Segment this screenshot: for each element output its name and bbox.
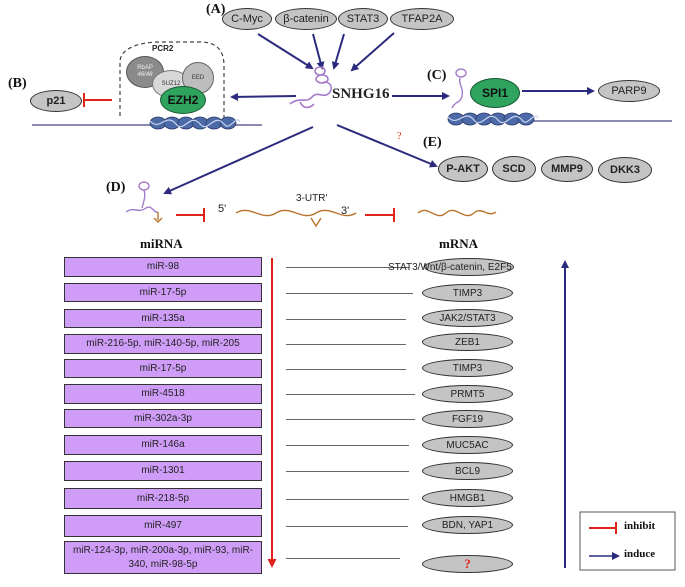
p21-inhibit-arrow: [83, 93, 112, 107]
connector-line: [286, 318, 406, 320]
mirna-header: miRNA: [140, 236, 183, 251]
mirna-box: miR-4518: [64, 384, 262, 404]
regulator-tfap2a: TFAP2A: [390, 8, 454, 30]
mrna-target: BCL9: [422, 462, 513, 480]
target-scd: SCD: [492, 156, 536, 182]
mrna-target: BDN, YAP1: [422, 516, 513, 534]
pcr2-outline: [119, 41, 225, 118]
connector-line: [286, 557, 400, 559]
connector-line: [286, 418, 415, 420]
mirna-box: miR-17-5p: [64, 359, 262, 378]
e-question-mark: ?: [397, 131, 402, 142]
three-prime-label: 3': [341, 205, 350, 217]
mrna-target: TIMP3: [422, 284, 513, 302]
rbap-label-bottom: 46/48: [137, 72, 153, 78]
mrna-header: mRNA: [439, 236, 478, 251]
d-inhibit-arrows: [176, 208, 395, 222]
panel-a-label: (A): [206, 2, 226, 17]
mrna-wave: [417, 209, 497, 217]
utr-label: 3-UTR': [296, 193, 328, 204]
mrna-target: HMGB1: [422, 489, 513, 507]
panel-b-label: (B): [8, 76, 27, 91]
five-prime-label: 5': [218, 203, 227, 215]
mirna-box: miR-218-5p: [64, 488, 262, 509]
mirna-box: miR-216-5p, miR-140-5p, miR-205: [64, 334, 262, 354]
panel-d-label: (D): [106, 180, 126, 195]
legend-inhibit-label: inhibit: [624, 520, 656, 532]
mirna-icon: [125, 181, 163, 223]
regulator-arrows: [257, 32, 395, 72]
chromatin-c: [447, 112, 672, 126]
regulator-stat3: STAT3: [338, 8, 388, 30]
mrna-target: FGF19: [422, 410, 513, 428]
mrna-target: STAT3/Wnt/β-catenin, E2F5: [388, 261, 512, 273]
mrna-target-shape: [424, 258, 514, 276]
mrna-target: JAK2/STAT3: [422, 309, 513, 327]
mirna-box: miR-146a: [64, 435, 262, 455]
connector-line: [286, 368, 406, 370]
utr-mrna-wave: [235, 209, 357, 217]
connector-line: [286, 498, 409, 500]
mirna-box: miR-17-5p: [64, 283, 262, 302]
rbap-label-top: RbAP: [137, 65, 153, 72]
regulator-beta-catenin: β-catenin: [275, 8, 337, 30]
connector-line: [286, 292, 413, 294]
panel-c-label: (C): [427, 68, 447, 83]
legend-symbols: [579, 511, 676, 571]
ezh2-subunit: EZH2: [160, 86, 206, 114]
regulator-c-myc: C-Myc: [222, 8, 272, 30]
mirna-box: miR-124-3p, miR-200a-3p, miR-93, miR-340…: [64, 541, 262, 574]
spi1-node: SPI1: [470, 78, 520, 108]
mirna-box: miR-1301: [64, 461, 262, 481]
target-dkk3: DKK3: [598, 157, 652, 183]
connector-line: [286, 394, 415, 395]
mirna-box: miR-302a-3p: [64, 409, 262, 428]
mrna-target: TIMP3: [422, 359, 513, 377]
arrow-to-mirna: [163, 126, 314, 195]
target-p-akt: P-AKT: [438, 156, 488, 182]
mrna-target: ?: [422, 555, 513, 573]
mrna-target: MUC5AC: [422, 436, 513, 454]
pcr2-label: PCR2: [152, 44, 174, 53]
snhg16-label: SNHG16: [332, 86, 390, 102]
mrna-target: PRMT5: [422, 385, 513, 403]
chromatin-b: [32, 116, 262, 130]
p21-node: p21: [30, 90, 82, 112]
connector-line: [286, 344, 406, 345]
connector-line: [286, 471, 409, 472]
arrow-to-e-targets: [336, 124, 438, 168]
mrna-target: ZEB1: [422, 333, 513, 351]
mirna-box: miR-497: [64, 515, 262, 537]
legend-induce-label: induce: [624, 548, 656, 560]
mirna-box: miR-135a: [64, 309, 262, 328]
target-mmp9: MMP9: [541, 156, 593, 182]
connector-line: [286, 526, 408, 527]
connector-line: [286, 445, 409, 446]
lncrna-icon-c: [451, 68, 467, 109]
parp9-node: PARP9: [598, 80, 660, 102]
snhg16-rna-icon: [289, 66, 333, 109]
utr-binding-mark: [310, 217, 322, 228]
panel-e-label: (E): [423, 135, 442, 150]
arrow-to-ezh2: [230, 92, 297, 101]
mirna-box: miR-98: [64, 257, 262, 277]
connector-line: [286, 267, 409, 268]
